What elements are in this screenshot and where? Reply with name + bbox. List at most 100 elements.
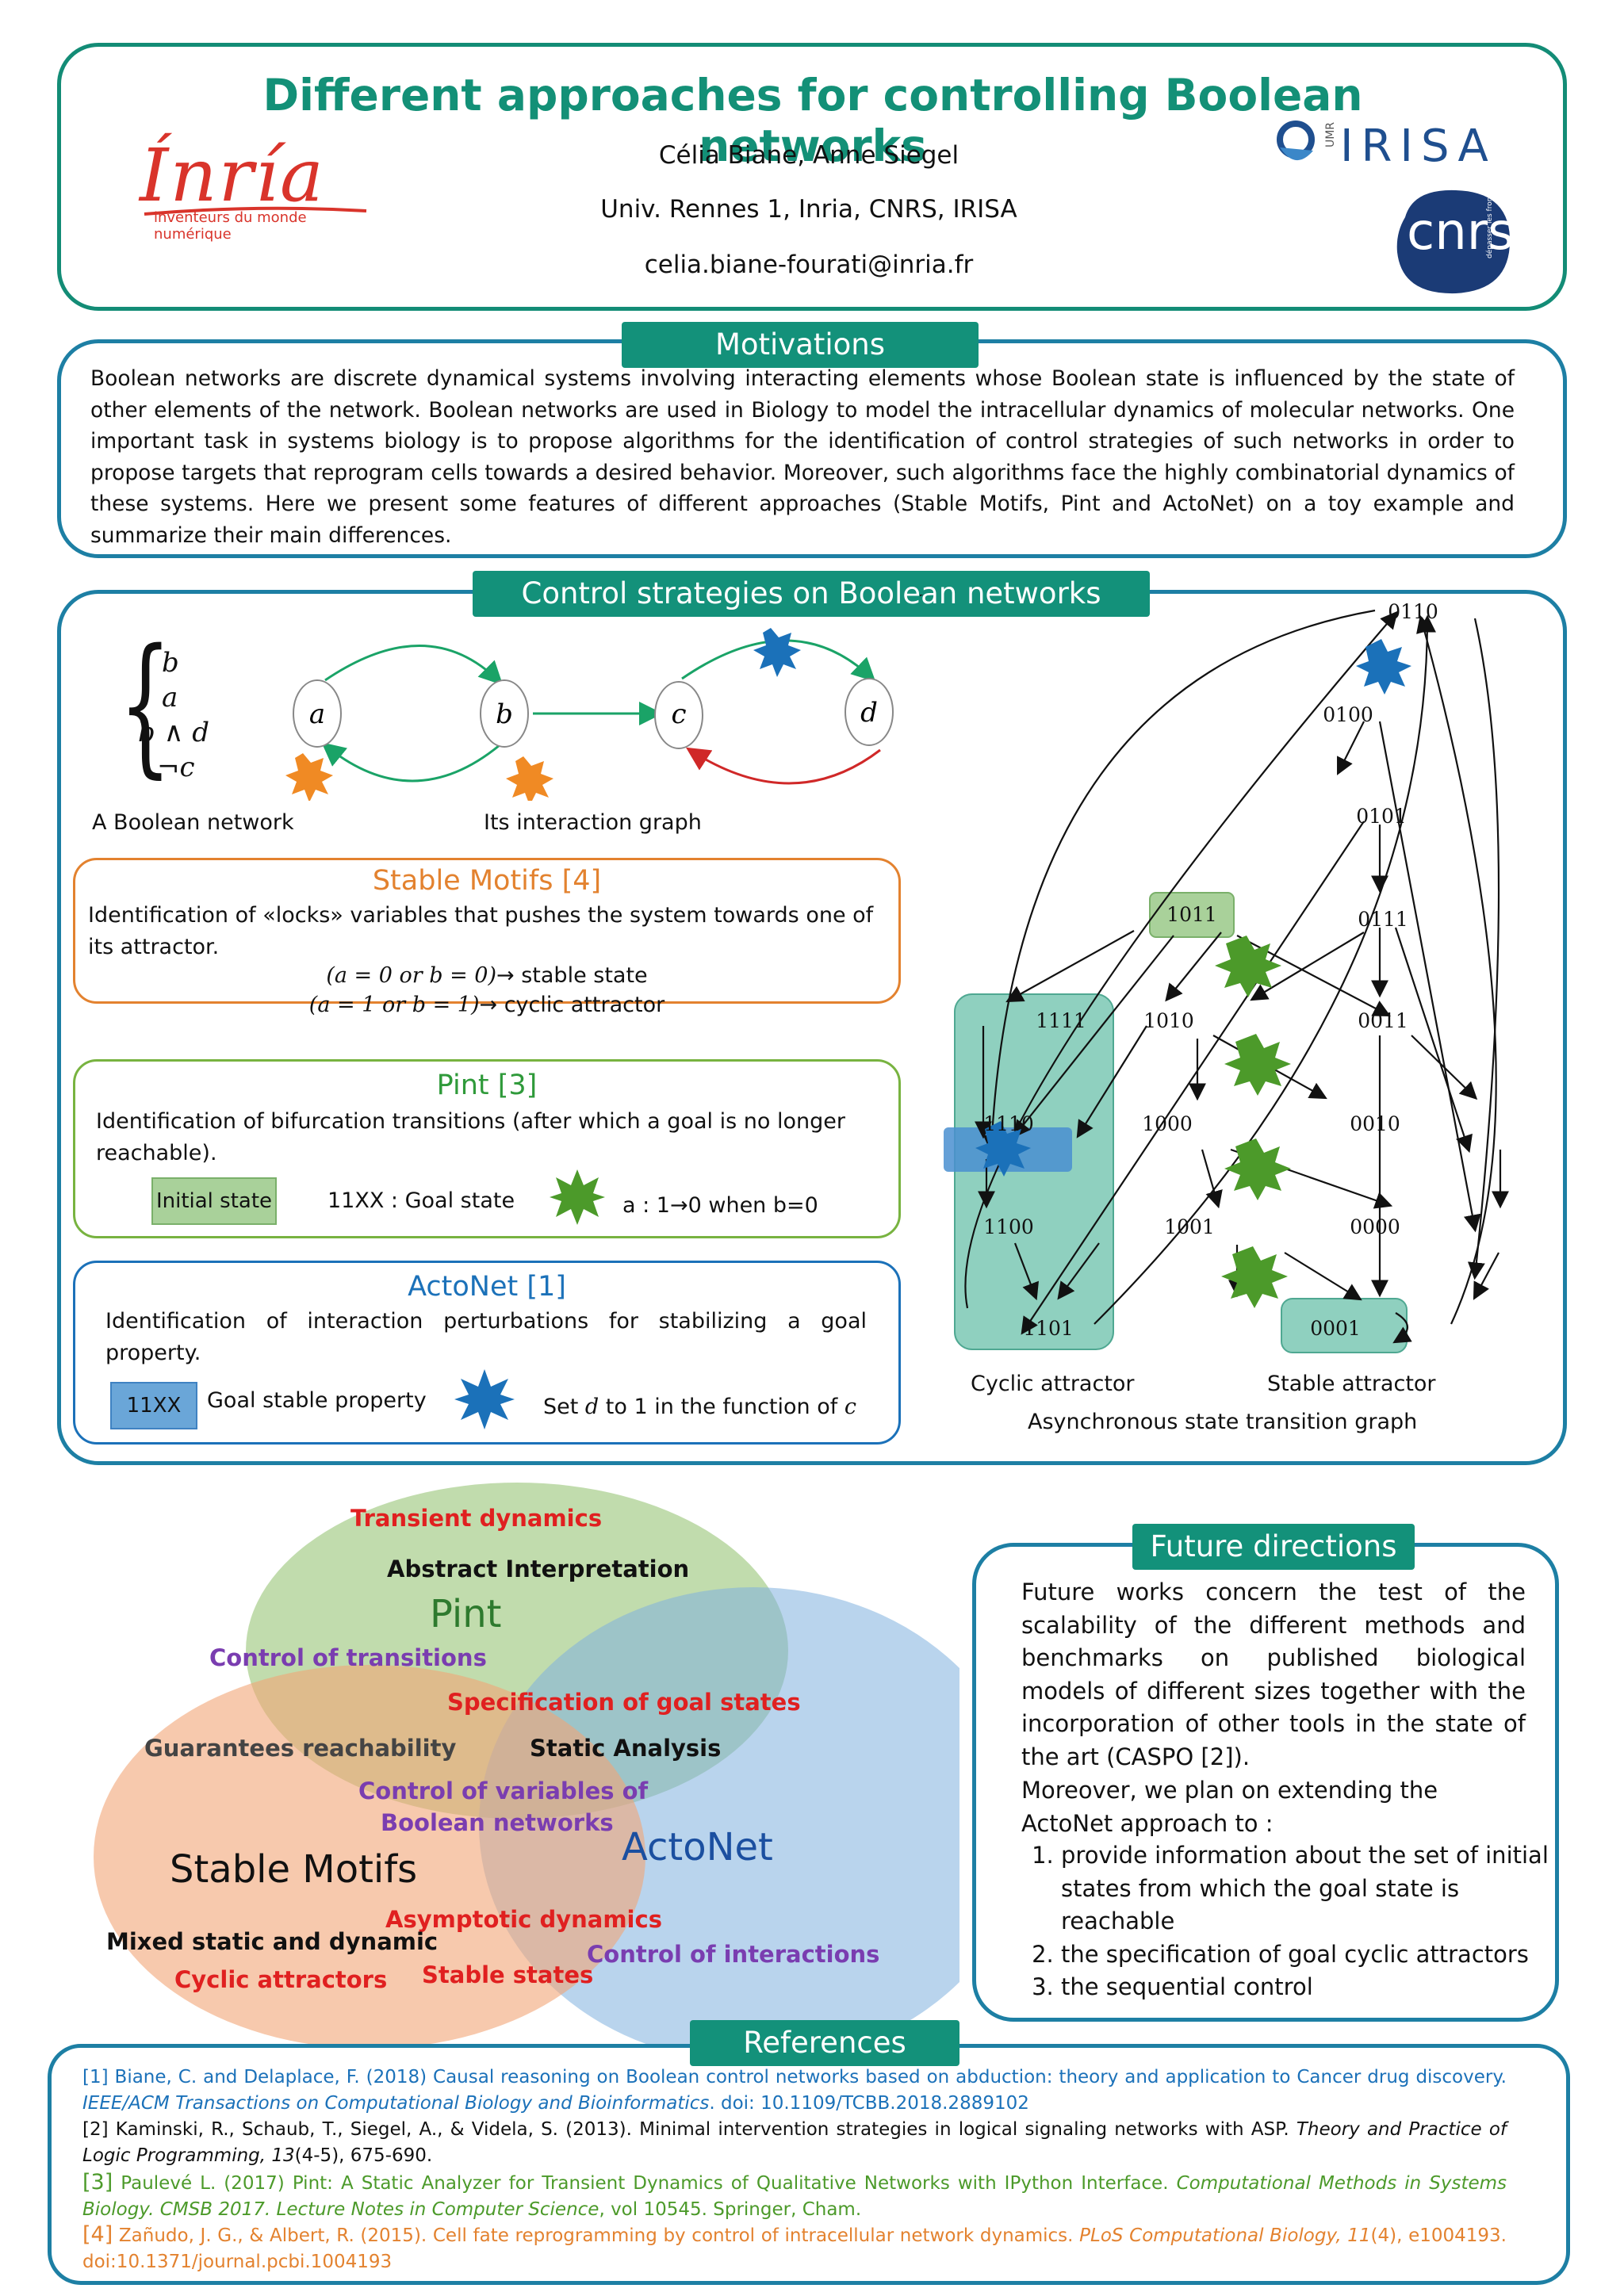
cnrs-logo: cnrs dépasser les frontières: [1389, 177, 1516, 298]
venn-control-vars-2: Boolean networks: [381, 1809, 614, 1836]
stable-motifs-title: Stable Motifs [4]: [372, 865, 602, 897]
inria-tagline: inventeurs du monde numérique: [154, 209, 307, 243]
ref1-tag: [1]: [82, 2067, 109, 2087]
venn-pint-label: Pint: [430, 1592, 502, 1636]
references-frame: [48, 2044, 1570, 2285]
actonet-action: Set d to 1 in the function of c: [543, 1395, 856, 1419]
irisa-text: IRISA: [1340, 121, 1496, 172]
node-c-label: c: [671, 698, 686, 730]
state-label: 0011: [1358, 1009, 1408, 1032]
blue-star-icon: [454, 1369, 515, 1429]
system-line-4: ¬c: [157, 752, 195, 783]
interaction-graph: a b c d: [285, 628, 894, 801]
ref2-tag: [2]: [82, 2119, 109, 2140]
sm-result-1: → stable state: [496, 963, 648, 988]
ref4-main: Zañudo, J. G., & Albert, R. (2015). Cell…: [113, 2225, 1080, 2246]
ref4-journal: PLoS Computational Biology: [1079, 2225, 1336, 2246]
reference-4: [4] Zañudo, J. G., & Albert, R. (2015). …: [82, 2221, 1507, 2275]
node-c: [654, 681, 703, 749]
green-star-icon: [1224, 1138, 1291, 1200]
future-item: the specification of goal cyclic attract…: [1061, 1938, 1553, 1972]
state-label: 0001: [1310, 1317, 1361, 1340]
motivations-label: Motivations: [622, 322, 979, 368]
venn-mixed: Mixed static and dynamic: [106, 1928, 439, 1955]
green-star-icon: [550, 1169, 605, 1225]
ref3-end: , vol 10545. Springer, Cham.: [599, 2199, 862, 2220]
header-frame: [57, 43, 1567, 311]
venn-diagram: [94, 1483, 959, 2050]
inria-logo-text: Ínría: [140, 133, 325, 218]
motivations-text: Boolean networks are discrete dynamical …: [90, 366, 1515, 548]
stable-motifs-box: Stable Motifs [4] Identification of «loc…: [73, 858, 901, 1004]
ref2-vol: , 13: [259, 2145, 295, 2166]
future-p2: Moreover, we plan on extending the ActoN…: [1021, 1777, 1438, 1837]
green-star-icon: [1215, 936, 1281, 997]
node-b-label: b: [496, 698, 513, 730]
cnrs-blob-icon: [1396, 189, 1511, 294]
state-label: 1001: [1164, 1215, 1215, 1238]
blue-star-icon: [975, 1121, 1031, 1177]
state-label: 0101: [1356, 805, 1407, 828]
motivations-frame: [57, 339, 1567, 558]
authors: Célia Biane, Anne Siegel: [658, 141, 959, 170]
sm-cond-2: (a = 1 or b = 1): [308, 993, 480, 1017]
node-a: [293, 679, 342, 748]
state-label: 0000: [1350, 1215, 1400, 1238]
venn-abstract: Abstract Interpretation: [387, 1556, 690, 1582]
ref3-main: Paulevé L. (2017) Pint: A Static Analyze…: [113, 2173, 1177, 2194]
affiliation: Univ. Rennes 1, Inria, CNRS, IRISA: [600, 195, 1017, 224]
system-line-1: b: [162, 647, 179, 679]
reference-3: [3] Paulevé L. (2017) Pint: A Static Ana…: [82, 2169, 1507, 2223]
irisa-mark-icon: [1277, 121, 1315, 161]
venn-specification: Specification of goal states: [447, 1689, 801, 1716]
ref4-vol: , 11: [1335, 2225, 1371, 2246]
future-p1: Future works concern the test of the sca…: [1021, 1578, 1526, 1770]
green-star-icon: [1221, 1246, 1288, 1308]
sm-result-2: → cyclic attractor: [479, 993, 665, 1017]
system-line-3: b ∧ d: [138, 717, 210, 748]
future-label: Future directions: [1132, 1524, 1415, 1570]
future-frame: [972, 1543, 1559, 2022]
network-caption: A Boolean network: [92, 810, 294, 835]
control-label: Control strategies on Boolean networks: [473, 571, 1150, 617]
state-label: 1111: [1036, 1009, 1086, 1032]
graph-caption: Its interaction graph: [484, 810, 702, 835]
reference-2: [2] Kaminski, R., Schaub, T., Siegel, A.…: [82, 2117, 1507, 2169]
stg-caption: Asynchronous state transition graph: [1028, 1410, 1418, 1434]
actonet-action-pre: Set: [543, 1395, 585, 1419]
orange-star-icon: [285, 753, 333, 801]
stable-motifs-line-2: (a = 1 or b = 1)→ cyclic attractor: [73, 993, 901, 1017]
stable-attractor-caption: Stable attractor: [1267, 1372, 1436, 1396]
poster-title: Different approaches for controlling Boo…: [262, 70, 1363, 171]
ref4-end: (4), e1004193. doi:10.1371/journal.pcbi.…: [82, 2225, 1507, 2272]
email: celia.biane-fourati@inria.fr: [644, 251, 974, 279]
actonet-action-mid: to 1 in the function of: [599, 1395, 845, 1419]
state-label: 1100: [983, 1215, 1034, 1238]
state-label: 0010: [1350, 1112, 1400, 1135]
state-label: 1011: [1166, 903, 1217, 926]
state-label: 1110: [983, 1112, 1034, 1135]
node-a-label: a: [309, 698, 325, 730]
initial-state-highlight: [1149, 892, 1235, 938]
node-d: [845, 678, 894, 746]
node-b: [480, 679, 529, 748]
irisa-logo: UMR IRISA: [1274, 116, 1527, 172]
reference-1: [1] Biane, C. and Delaplace, F. (2018) C…: [82, 2064, 1507, 2117]
inria-swoosh-icon: [144, 206, 367, 216]
ref1-journal: IEEE/ACM Transactions on Computational B…: [82, 2093, 710, 2114]
venn-static: Static Analysis: [530, 1735, 722, 1762]
state-label: 0111: [1358, 908, 1408, 931]
cyclic-attractor-caption: Cyclic attractor: [971, 1372, 1135, 1396]
venn-asymptotic: Asymptotic dynamics: [385, 1906, 662, 1933]
actonet-goal: Goal stable property: [207, 1388, 427, 1413]
ref3-journal: Computational Methods in Systems Biology…: [82, 2173, 1507, 2220]
future-item: the sequential control: [1061, 1971, 1553, 2004]
state-label: 1000: [1142, 1112, 1193, 1135]
venn-stable-states: Stable states: [422, 1961, 594, 1988]
venn-actonet-label: ActoNet: [622, 1825, 773, 1869]
ref2-main: Kaminski, R., Schaub, T., Siegel, A., & …: [108, 2119, 1297, 2140]
stable-motifs-text: Identification of «locks» variables that…: [88, 903, 874, 959]
pint-text: Identification of bifurcation transition…: [96, 1109, 845, 1165]
venn-guarantees: Guarantees reachability: [144, 1735, 457, 1762]
ref1-main: Biane, C. and Delaplace, F. (2018) Causa…: [108, 2067, 1507, 2087]
